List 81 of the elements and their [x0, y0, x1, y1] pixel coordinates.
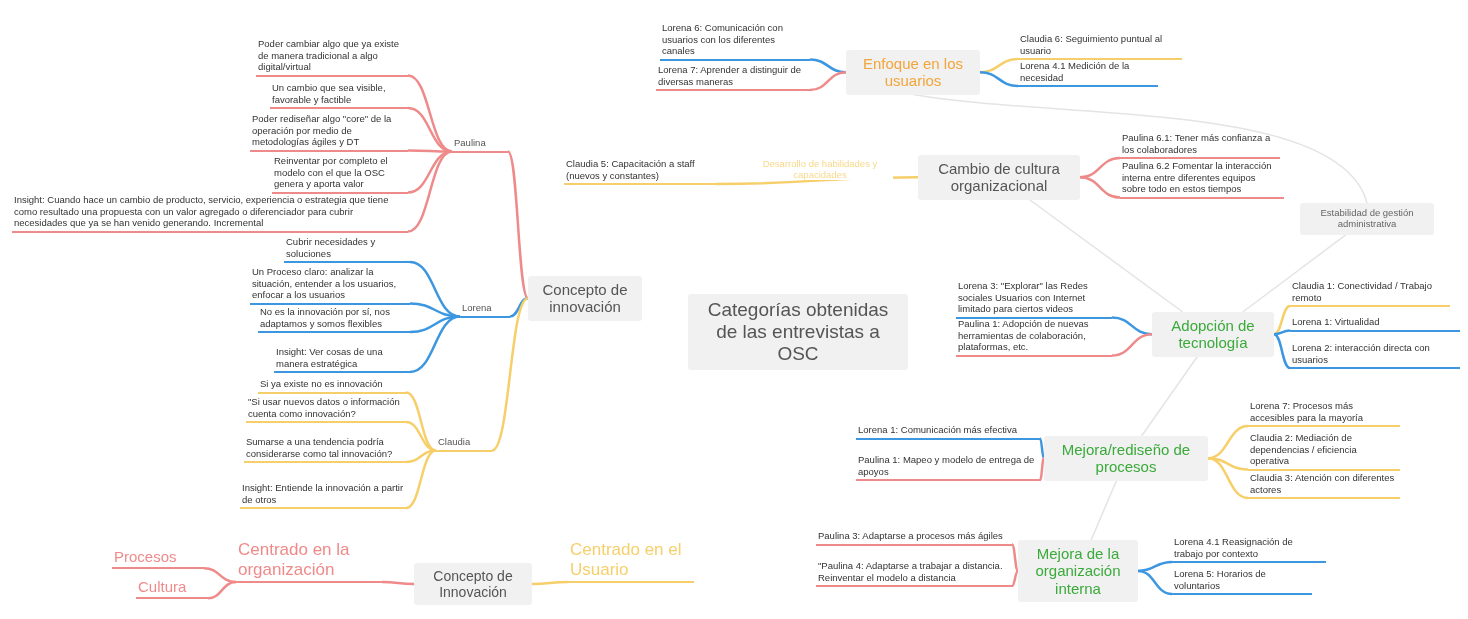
branch-note: Sumarse a una tendencia podría considerarse como tal innovación? — [244, 436, 406, 463]
connector-line — [1011, 570, 1019, 587]
connector-line — [1273, 333, 1291, 370]
connector-line — [912, 93, 1368, 204]
connector-line — [491, 297, 529, 452]
connector-line — [1137, 569, 1173, 596]
connector-line — [407, 150, 453, 194]
branch-label: Paulina — [452, 137, 508, 153]
branch-note: Lorena 2: interacción directa con usuarios — [1290, 342, 1460, 369]
branch-note: No es la innovación por sí, nos adaptamos y somos flexibles — [258, 306, 410, 333]
branch-note: Lorena 7: Procesos más accesibles para la mayoría — [1248, 400, 1400, 427]
branch-note: Un Proceso claro: analizar la situación, entender a los usuarios, enfocar a los usuarios — [250, 266, 410, 305]
branch-label: Claudia — [436, 436, 492, 452]
branch-note: Lorena 4.1 Reasignación de trabajo por contexto — [1172, 536, 1326, 563]
branch-note: Claudia 1: Conectividad / Trabajo remoto — [1290, 280, 1450, 307]
topic-box: Adopción de tecnología — [1152, 312, 1274, 357]
connector-line — [207, 580, 237, 600]
branch-note: Lorena 1: Virtualidad — [1290, 316, 1460, 332]
branch-note: Si ya existe no es innovación — [258, 378, 406, 394]
branch-note: Lorena 1: Comunicación más efectiva — [856, 424, 1040, 440]
branch-label: Cultura — [136, 578, 208, 600]
branch-note: Insight: Cuando hace un cambio de producto, servicio, experiencia o estrategia que tiene como resultado una propuesta con un valor agregado o diferenciador para cubrir necesidades que ya se han venido generando. Incremental — [12, 194, 408, 233]
branch-note: Lorena 7: Aprender a distinguir de diversas maneras — [656, 64, 810, 91]
topic-box: Mejora/rediseño de procesos — [1044, 436, 1208, 481]
branch-note: Insight: Ver cosas de una manera estratégica — [274, 346, 410, 373]
branch-label: Lorena — [460, 302, 510, 318]
branch-note: Insight: Entiende la innovación a partir de otros — [240, 482, 406, 509]
branch-label: Procesos — [112, 548, 204, 570]
connector-line — [1241, 234, 1347, 313]
branch-note: Claudia 5: Capacitación a staff (nuevos y constantes) — [564, 158, 716, 185]
branch-note: Claudia 2: Mediación de dependencias / eficiencia operativa — [1248, 432, 1400, 471]
branch-note: Paulina 1: Mapeo y modelo de entrega de apoyos — [856, 454, 1040, 481]
connector-line — [1038, 457, 1046, 481]
connector-line — [1010, 543, 1020, 572]
branch-note: "Si usar nuevos datos o información cuenta como innovación? — [246, 396, 406, 423]
branch-note: Lorena 5: Horarios de voluntarios — [1172, 568, 1312, 595]
central-topic-box: Categorías obtenidas de las entrevistas a OSC — [688, 294, 908, 370]
connector-line — [408, 149, 452, 153]
connector-line — [1111, 333, 1153, 357]
branch-label: Centrado en la organización — [236, 540, 382, 584]
connector-line — [405, 391, 437, 452]
connector-line — [1028, 198, 1184, 313]
branch-note: Poder cambiar algo que ya existe de manera tradicional a algo digital/virtual — [256, 38, 408, 77]
connector-line — [1090, 479, 1118, 541]
branch-note: "Paulina 4: Adaptarse a trabajar a distancia. Reinventar el modelo a distancia — [816, 560, 1012, 587]
topic-box: Enfoque en los usuarios — [846, 50, 980, 95]
connector-line — [509, 297, 529, 318]
branch-note: Cubrir necesidades y soluciones — [284, 236, 410, 263]
branch-note: Paulina 6.1: Tener más confianza a los colaboradores — [1120, 132, 1280, 159]
branch-note: Poder rediseñar algo "core" de la operación por medio de metodologías ágiles y DT — [250, 113, 408, 152]
branch-note: Reinventar por completo el modelo con el que la OSC genera y aporta valor — [272, 155, 408, 194]
branch-note: Paulina 1: Adopción de nuevas herramientas de colaboración, plataformas, etc. — [956, 318, 1112, 357]
connector-line — [407, 150, 453, 233]
floating-topic-box: Estabilidad de gestión administrativa — [1300, 203, 1434, 235]
topic-box: Cambio de cultura organizacional — [918, 155, 1080, 200]
branch-note: Paulina 3: Adaptarse a procesos más ágiles — [816, 530, 1012, 546]
connector-line — [382, 580, 414, 586]
connector-line — [532, 580, 568, 586]
branch-note: Un cambio que sea visible, favorable y factible — [270, 82, 408, 109]
connector-line — [1137, 560, 1173, 573]
connector-line — [1079, 176, 1121, 199]
topic-box: Concepto de Innovación — [414, 563, 532, 606]
connector-line — [809, 71, 847, 92]
connector-line — [409, 315, 461, 334]
branch-note: Lorena 6: Comunicación con usuarios con los diferentes canales — [660, 22, 810, 61]
connector-line — [507, 150, 529, 300]
connector-line — [405, 449, 437, 510]
connector-line — [409, 315, 461, 374]
branch-note: Claudia 3: Atención con diferentes actores — [1248, 472, 1400, 499]
topic-box: Concepto de innovación — [528, 276, 642, 321]
branch-note: Paulina 6.2 Fomentar la interacción interna entre diferentes equipos sobre todo en estos tiempos — [1120, 160, 1284, 199]
connector-line — [1273, 304, 1291, 336]
branch-note: Lorena 4.1 Medición de la necesidad — [1018, 60, 1158, 87]
connector-line — [1207, 457, 1249, 500]
branch-note: Claudia 6: Seguimiento puntual al usuario — [1018, 33, 1182, 60]
connector-line — [1140, 355, 1199, 437]
branch-label: Centrado en el Usuario — [568, 540, 694, 584]
branch-note: Lorena 3: "Explorar" las Redes sociales Usuarios con Internet limitado para ciertos videos — [956, 280, 1112, 319]
connector-line — [979, 71, 1019, 88]
connector-line — [1038, 438, 1046, 459]
topic-box: Mejora de la organización interna — [1018, 540, 1138, 602]
